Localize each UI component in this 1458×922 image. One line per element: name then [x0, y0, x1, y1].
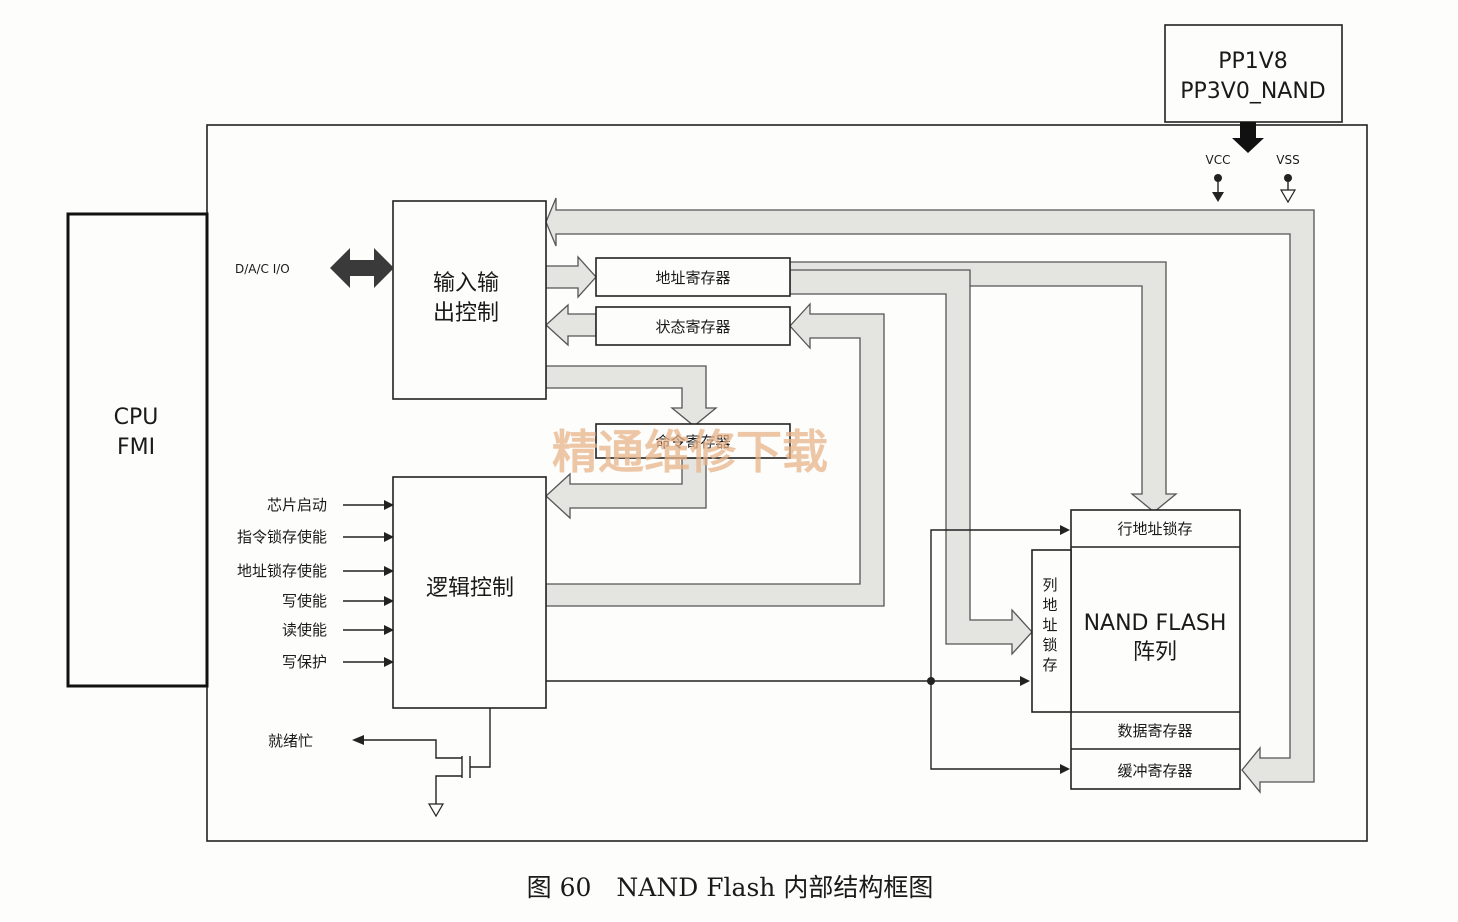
- bus-io-to-addr: [545, 255, 597, 299]
- power-arrow: [1232, 122, 1264, 153]
- svg-text:地: 地: [1042, 596, 1057, 614]
- watermark: 精通维修下载: [552, 425, 828, 479]
- bus-io-to-cmd: [545, 365, 718, 427]
- svg-text:读使能: 读使能: [282, 621, 327, 639]
- svg-text:列: 列: [1042, 576, 1057, 594]
- array-label-1: NAND FLASH: [1084, 611, 1227, 636]
- svg-text:芯片启动: 芯片启动: [267, 496, 327, 514]
- svg-text:锁: 锁: [1042, 636, 1057, 654]
- vss-label: VSS: [1276, 153, 1299, 167]
- status-register-label: 状态寄存器: [655, 318, 730, 336]
- bus-status-to-io: [545, 303, 597, 347]
- power-line-2: PP3V0_NAND: [1180, 79, 1325, 104]
- svg-text:地址锁存使能: 地址锁存使能: [237, 562, 327, 580]
- cpu-label: CPU: [114, 405, 159, 430]
- vcc-label: VCC: [1206, 153, 1231, 167]
- status-register: [595, 306, 791, 346]
- svg-text:址: 址: [1042, 616, 1057, 634]
- row-address-latch: 行地址锁存: [1117, 520, 1192, 538]
- cpu-fmi-box: [66, 212, 209, 688]
- logic-control-block: [392, 476, 547, 709]
- power-line-1: PP1V8: [1218, 49, 1288, 74]
- address-register-label: 地址寄存器: [655, 269, 730, 287]
- array-label-2: 阵列: [1133, 640, 1177, 665]
- ground-icon: [427, 803, 445, 818]
- command-register: [595, 423, 791, 459]
- control-inputs: 芯片启动 指令锁存使能 地址锁存使能 写使能 读使能 写保护: [237, 496, 394, 671]
- svg-text:写使能: 写使能: [282, 592, 327, 610]
- io-control-label-1: 输入输: [433, 271, 499, 296]
- logic-control-label: 逻辑控制: [426, 576, 514, 601]
- io-control-label-2: 出控制: [433, 301, 499, 326]
- svg-text:指令锁存使能: 指令锁存使能: [237, 528, 327, 546]
- nand-flash-array: [1070, 509, 1241, 790]
- vss-ground-icon: [1279, 189, 1297, 204]
- svg-text:存: 存: [1042, 656, 1057, 674]
- cache-register: 缓冲寄存器: [1117, 762, 1192, 780]
- column-address-latch: [1031, 549, 1072, 713]
- data-bus-loop: [545, 197, 1315, 794]
- address-register: [595, 257, 791, 297]
- bus-addr-to-col: [789, 269, 1033, 656]
- figure-caption: 图 60 NAND Flash 内部结构框图: [527, 873, 934, 902]
- fmi-label: FMI: [117, 435, 155, 460]
- dac-io-bidirectional-arrow: [330, 248, 394, 288]
- data-register: 数据寄存器: [1117, 722, 1192, 740]
- command-register-label: 命令寄存器: [655, 433, 730, 451]
- bus-cmd-to-logic: [545, 457, 707, 520]
- bus-addr-to-row: [789, 261, 1178, 513]
- bus-logic-to-status: [545, 302, 885, 607]
- svg-text:写保护: 写保护: [282, 653, 327, 671]
- dac-io-label: D/A/C I/O: [235, 262, 290, 276]
- ready-busy-label: 就绪忙: [268, 732, 313, 750]
- io-control-block: [392, 200, 547, 400]
